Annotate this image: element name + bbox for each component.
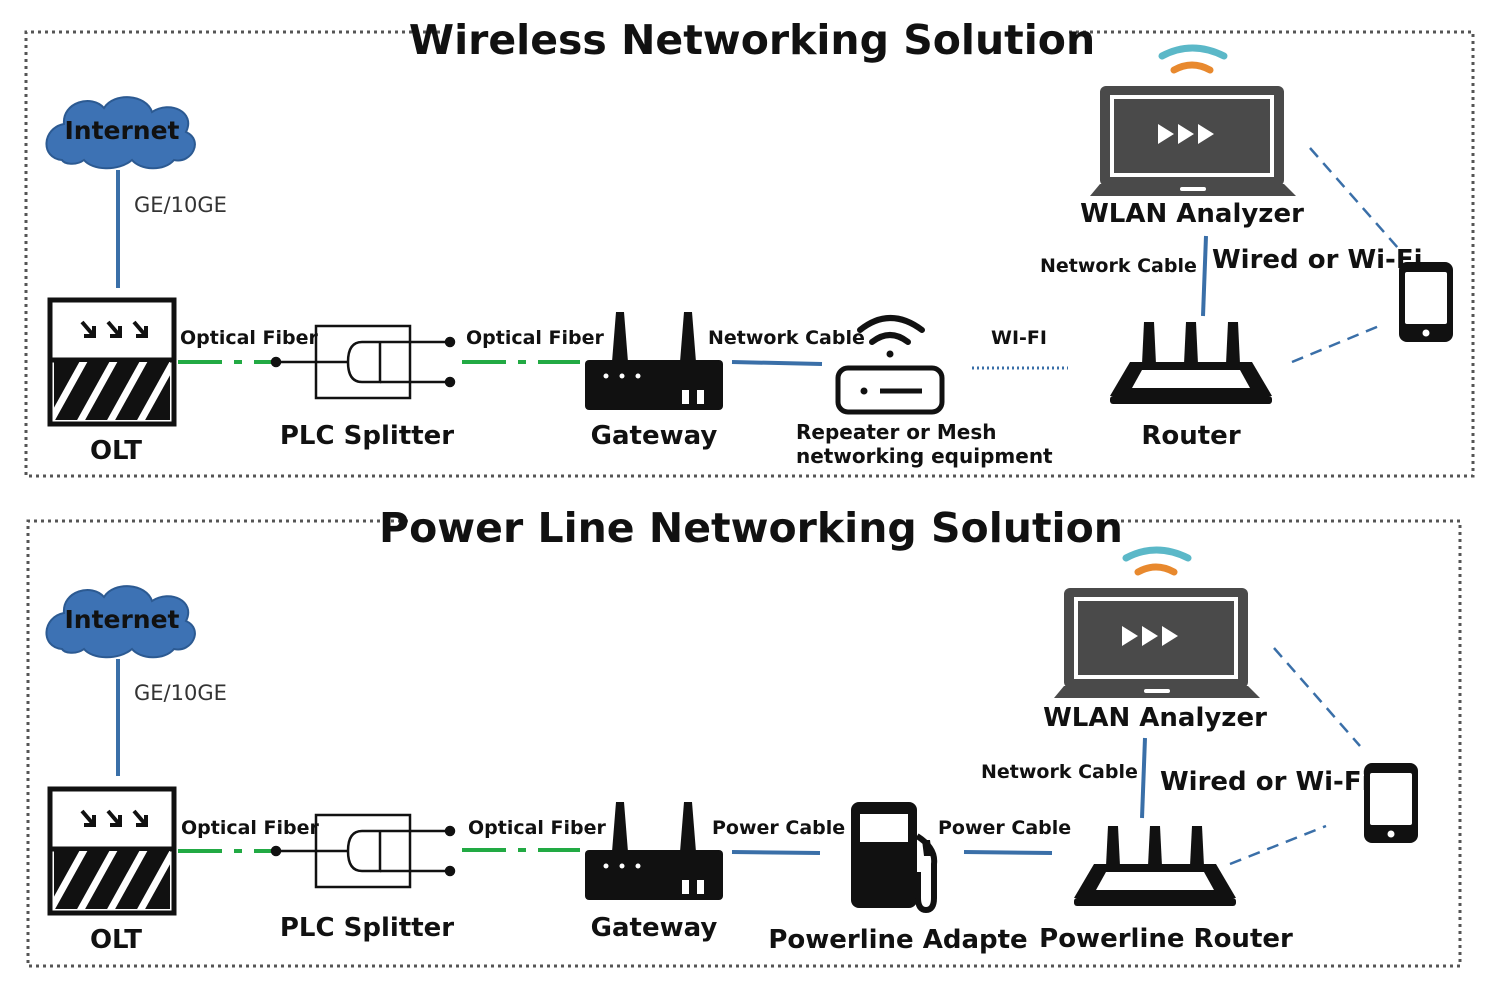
- laptop-icon: [1054, 546, 1260, 698]
- olt-icon: [47, 786, 177, 916]
- analyzer-cable: [1140, 737, 1147, 819]
- panel-title: Power Line Networking Solution: [379, 504, 1123, 552]
- router-label: Powerline Router: [1039, 924, 1293, 954]
- gateway-icon: [585, 802, 723, 900]
- repeater-icon: [835, 315, 945, 415]
- power-adapter-icon: [851, 802, 938, 914]
- olt-icon: [47, 297, 177, 427]
- phone-router-link: [1229, 824, 1327, 866]
- uplink-label: GE/10GE: [134, 193, 227, 217]
- olt-label: OLT: [90, 436, 142, 466]
- gateway-label: Gateway: [591, 913, 718, 943]
- wifi-label: WI-FI: [991, 327, 1047, 349]
- phone-icon: [1364, 763, 1418, 843]
- repeater-label-line2: networking equipment: [796, 444, 1053, 468]
- laptop-icon: [1090, 44, 1296, 196]
- router-icon: [1110, 322, 1272, 404]
- cloud-icon: [45, 96, 196, 170]
- internet-label: Internet: [64, 116, 179, 145]
- power-adapter-label: Powerline Adapte: [768, 925, 1027, 955]
- panel-frame: [26, 519, 1462, 968]
- fiber-label-1: Optical Fiber: [181, 817, 320, 839]
- splitter-label: PLC Splitter: [280, 913, 454, 943]
- analyzer-cable: [1201, 235, 1208, 317]
- internet-label: Internet: [64, 605, 179, 634]
- network-cable-label: Network Cable: [708, 327, 865, 349]
- repeater-label-line1: Repeater or Mesh: [796, 420, 996, 444]
- router-label: Router: [1141, 421, 1240, 451]
- power-cable-label-1: Power Cable: [712, 817, 845, 839]
- fiber-label-2: Optical Fiber: [466, 327, 605, 349]
- power-cable-link-2: [963, 850, 1053, 855]
- phone-link-label: Wired or Wi-Fi: [1160, 767, 1371, 797]
- fiber-label-1: Optical Fiber: [180, 327, 319, 349]
- phone-icon: [1399, 262, 1453, 342]
- gateway-icon: [585, 312, 723, 410]
- power-cable-label-2: Power Cable: [938, 817, 1071, 839]
- cloud-icon: [45, 585, 196, 659]
- splitter-icon: [270, 813, 456, 889]
- phone-analyzer-link: [1273, 647, 1361, 747]
- uplink-label: GE/10GE: [134, 681, 227, 705]
- network-cable-link: [731, 360, 823, 366]
- olt-label: OLT: [90, 925, 142, 955]
- analyzer-cable-label: Network Cable: [1040, 255, 1197, 277]
- analyzer-label: WLAN Analyzer: [1080, 199, 1304, 229]
- panel-powerline: Power Line Networking Solution Internet …: [26, 504, 1462, 968]
- splitter-icon: [270, 324, 456, 400]
- phone-analyzer-link: [1309, 147, 1399, 249]
- phone-router-link: [1291, 322, 1385, 364]
- analyzer-label: WLAN Analyzer: [1043, 703, 1267, 733]
- panel-frame: [24, 30, 1475, 478]
- splitter-label: PLC Splitter: [280, 421, 454, 451]
- gateway-label: Gateway: [591, 421, 718, 451]
- panel-title: Wireless Networking Solution: [409, 16, 1095, 64]
- fiber-label-2: Optical Fiber: [468, 817, 607, 839]
- panel-wireless: Wireless Networking Solution Internet GE…: [24, 16, 1475, 478]
- router-icon: [1074, 826, 1236, 906]
- power-cable-link-1: [731, 850, 821, 855]
- analyzer-cable-label: Network Cable: [981, 761, 1138, 783]
- phone-link-label: Wired or Wi-Fi: [1212, 245, 1423, 275]
